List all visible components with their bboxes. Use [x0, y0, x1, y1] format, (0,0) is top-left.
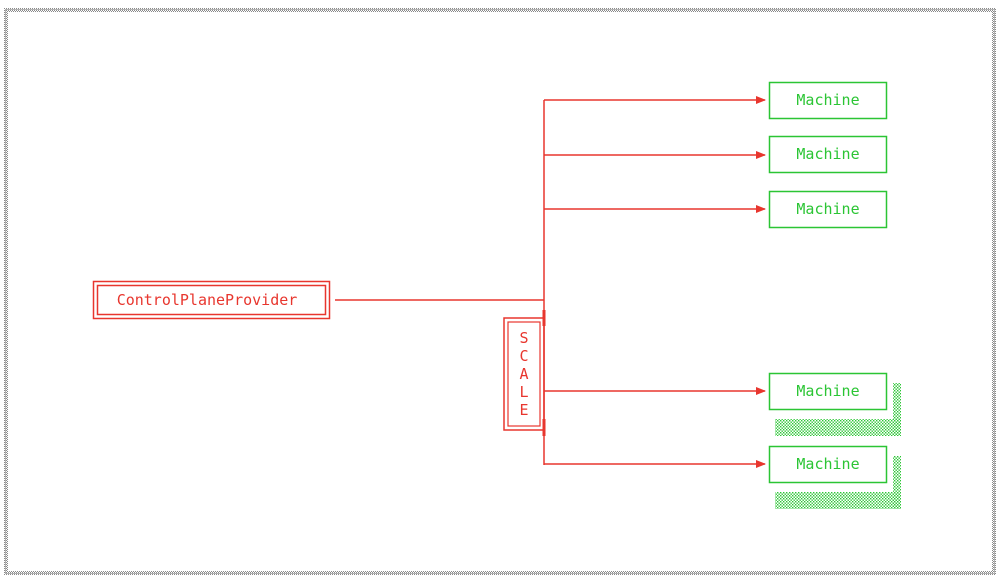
machine-node-scaled: Machine [544, 372, 901, 436]
scale-letter: A [519, 365, 528, 383]
machine-label: Machine [796, 91, 859, 109]
machine-shadow [775, 419, 901, 436]
scale-letter: C [519, 347, 528, 365]
scale-letter: E [519, 401, 528, 419]
machine-node: Machine [544, 190, 888, 229]
connector-lines [335, 100, 545, 465]
machine-node-scaled: Machine [544, 445, 901, 509]
machine-shadow [775, 492, 901, 509]
machine-label: Machine [796, 200, 859, 218]
machine-shadow [893, 383, 901, 436]
outer-frame [4, 8, 996, 575]
machine-nodes: Machine Machine Machine Machine Machine [544, 81, 901, 509]
scale-letter: L [519, 383, 528, 401]
machine-label: Machine [796, 382, 859, 400]
scale-bracket: S C A L E [503, 310, 546, 436]
machine-label: Machine [796, 455, 859, 473]
control-plane-provider-label: ControlPlaneProvider [117, 291, 298, 309]
machine-node: Machine [544, 135, 888, 174]
control-plane-provider-node: ControlPlaneProvider [92, 280, 331, 320]
machine-node: Machine [544, 81, 888, 120]
scale-letter: S [519, 329, 528, 347]
machine-label: Machine [796, 145, 859, 163]
machine-shadow [893, 456, 901, 509]
